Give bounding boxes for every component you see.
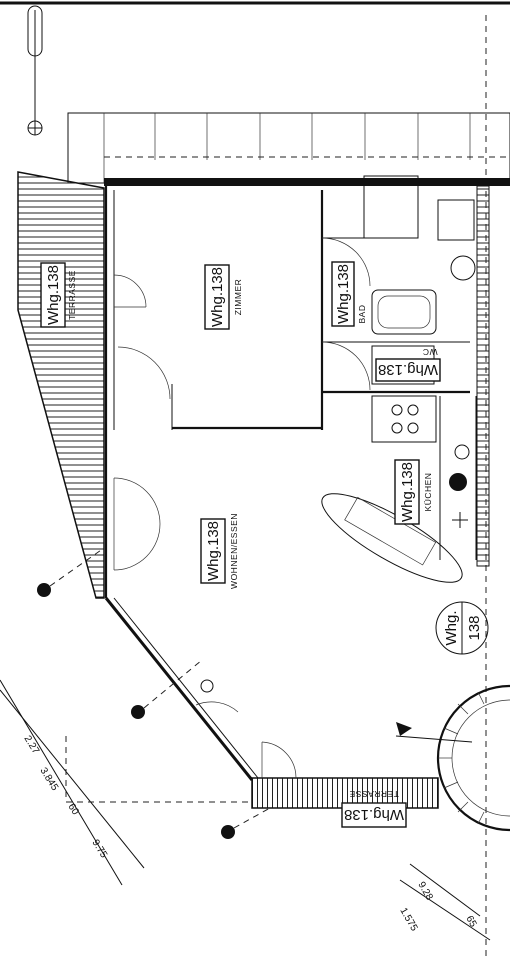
label-apartment: Whg.138 [378, 361, 438, 378]
terrace-left [17, 171, 105, 599]
door-swings-left [113, 274, 171, 571]
label-apartment: Whg.138 [399, 462, 416, 522]
dim-right-c: 65 [463, 914, 478, 930]
dim-left-d: 60 [65, 802, 80, 818]
kitchen [371, 395, 477, 560]
right-wall [476, 185, 490, 567]
label-room-name: WOHNEN/ESSEN [229, 513, 239, 589]
label-apartment: Whg.138 [209, 267, 226, 327]
dimension-lines-right [399, 863, 491, 941]
dim-right-b: 1.575 [397, 906, 419, 934]
label-apartment: Whg.138 [205, 521, 222, 581]
dining-table [321, 493, 463, 583]
dimension-lines-left [0, 679, 252, 886]
label-stair: Whg. 138 [435, 601, 489, 655]
label-room-name: WC [422, 347, 437, 357]
dim-left-c: 9.75 [89, 838, 109, 861]
top-exterior-wall [104, 175, 510, 239]
label-wohnen: Whg.138 WOHNEN/ESSEN [200, 513, 239, 589]
facade-strip [67, 112, 510, 184]
label-terrasse-bottom: Whg.138 TERRASSE [341, 789, 407, 828]
bathroom-block [321, 199, 476, 394]
label-zimmer: Whg.138 ZIMMER [204, 264, 243, 330]
label-apartment: Whg.138 [344, 806, 404, 823]
door-swings-bottom [195, 679, 297, 779]
dim-right-a: 9.28 [415, 880, 434, 903]
label-apartment: Whg.138 [335, 264, 352, 324]
label-room-name: ZIMMER [233, 279, 243, 316]
label-apartment: Whg.138 [45, 265, 62, 325]
label-room-name: TERRASSE [349, 789, 399, 799]
label-wc: Whg.138 WC [375, 347, 441, 382]
label-apartment: Whg. [443, 610, 460, 645]
dim-left-b: 3.845 [37, 766, 60, 793]
spiral-stair [395, 684, 510, 832]
label-room-name: BAD [357, 305, 367, 324]
diagonal-wall [104, 597, 259, 781]
zimmer-walls [113, 190, 324, 430]
label-room-name: TERRASSE [67, 270, 77, 320]
label-number: 138 [466, 615, 483, 640]
label-bad: Whg.138 BAD [331, 261, 367, 327]
label-terrasse-left: Whg.138 TERRASSE [40, 262, 77, 328]
label-kuechen: Whg.138 KÜCHEN [394, 459, 433, 525]
north-marker [27, 5, 43, 136]
lamp-fixtures [37, 547, 271, 839]
label-room-name: KÜCHEN [423, 473, 433, 512]
